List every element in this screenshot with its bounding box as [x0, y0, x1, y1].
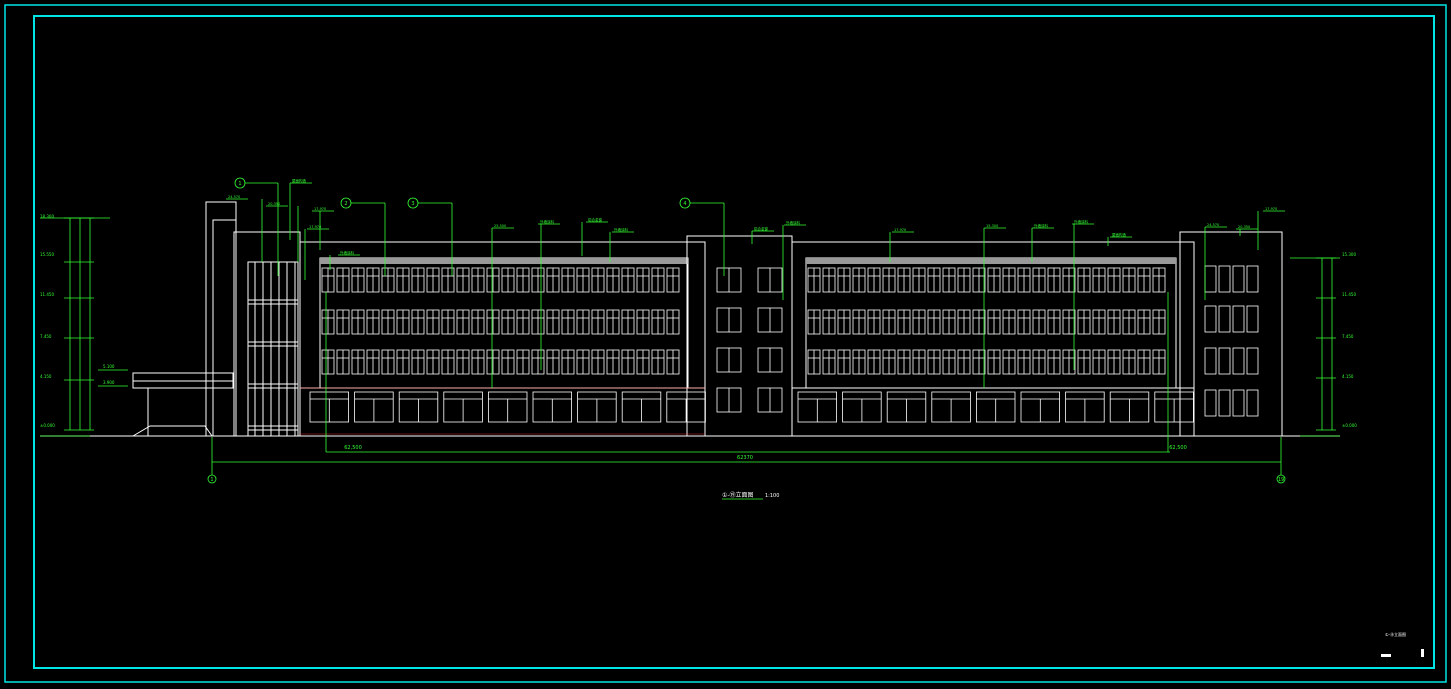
callout-note: 24.570: [1207, 223, 1219, 227]
callout-note: 外墙涂料: [614, 227, 628, 232]
elevation-label: 15.300: [1342, 252, 1356, 257]
left-wing: [299, 241, 706, 437]
callout-note: 17.970: [1265, 207, 1277, 211]
callout-tag-circle: [679, 197, 691, 209]
callout-note: 外墙涂料: [786, 220, 800, 225]
callout-note: 17.970: [314, 207, 326, 211]
callout-note: 屋面构造: [292, 178, 306, 183]
elevation-label: ±0.000: [40, 423, 55, 428]
elevation-label: 15.550: [40, 252, 54, 257]
end-block-window: [1218, 347, 1231, 375]
callout-note: 17.970: [309, 225, 321, 229]
end-block-window: [1218, 305, 1231, 333]
stair-tower-inner: [212, 219, 237, 437]
elevation-labels-left: 18.300 15.550 11.450 7.450 4.150 ±0.000: [40, 214, 55, 428]
right-end-block: [1179, 231, 1283, 437]
dimension-lines: [40, 217, 1340, 475]
end-block-window: [1232, 389, 1245, 417]
end-block-window: [1218, 265, 1231, 293]
building-elevation: [40, 201, 1340, 437]
callout-notes: 屋面构造 24.570 20.350 17.970 17.970 外墙涂料 25.500 外墙…: [228, 178, 1277, 255]
end-block-window: [1232, 265, 1245, 293]
stair-glazing: [247, 261, 299, 437]
callout-tag-circle: [234, 177, 246, 189]
callout-tag-number: 3: [411, 201, 414, 207]
callout-tag-number: 1: [238, 181, 241, 187]
callout-note: 15.300: [986, 224, 998, 228]
end-block-window: [1204, 347, 1217, 375]
drawing-title: ①-⑲立面图: [722, 491, 754, 499]
axis-label-left: 1: [210, 477, 213, 483]
entry-steps: [132, 425, 213, 437]
elevation-label: 18.300: [40, 214, 54, 219]
callout-note: 铝合金窗: [754, 226, 768, 231]
right-wing-parapet-band: [806, 258, 1176, 264]
end-block-window: [1246, 389, 1259, 417]
callout-note: 24.570: [228, 195, 240, 199]
callout-tags: 1 2 3 4: [234, 177, 691, 209]
callout-tag-number: 4: [683, 201, 686, 207]
elevation-label: 7.450: [1342, 334, 1354, 339]
sub-dimension-right: 62,500: [1169, 445, 1187, 451]
elevation-label: 7.450: [40, 334, 52, 339]
inner-frame: [33, 15, 1435, 669]
elevation-label: 11.450: [40, 292, 54, 297]
canopy-elevation-label: 5.100: [103, 364, 115, 369]
end-block-window: [1246, 305, 1259, 333]
drawing-scale: 1:100: [765, 493, 779, 499]
callout-note: 20.350: [268, 202, 280, 206]
canopy-elevations: 5.100 3.900: [103, 364, 115, 385]
sub-dimension-left: 62,500: [344, 445, 362, 451]
end-block-window: [1246, 265, 1259, 293]
callout-note: 20.350: [1238, 225, 1250, 229]
callout-note: 外墙涂料: [1034, 223, 1049, 228]
callout-note: 25.500: [494, 224, 506, 228]
end-block-window: [1204, 389, 1217, 417]
canopy-elevation-label: 3.900: [103, 380, 115, 385]
elevation-label: 4.150: [1342, 374, 1354, 379]
elevation-label: 11.450: [1342, 292, 1356, 297]
elevation-label: 4.150: [40, 374, 52, 379]
end-block-window: [1246, 347, 1259, 375]
left-wing-parapet-band: [320, 258, 688, 264]
right-wing: [791, 241, 1195, 437]
callout-note: 屋面构造: [1112, 232, 1127, 237]
callout-tag-circle: [340, 197, 352, 209]
end-block-window: [1232, 347, 1245, 375]
callout-leaders: [226, 182, 1285, 388]
elevation-label: ±0.000: [1342, 423, 1357, 428]
end-block-window: [1232, 305, 1245, 333]
titleblock-mark-2: [1421, 649, 1424, 657]
axis-marker-right: [1276, 474, 1286, 484]
callout-note: 17.970: [894, 228, 906, 232]
end-block-window: [1204, 305, 1217, 333]
axis-marker-left: [207, 474, 217, 484]
total-dimension: 62370: [737, 455, 753, 461]
callout-note: 铝合金窗: [588, 217, 602, 222]
titleblock-mark: [1381, 654, 1391, 657]
callout-tag-number: 2: [344, 201, 347, 207]
outer-frame: [4, 4, 1447, 683]
end-block-window: [1218, 389, 1231, 417]
callout-note: 外墙涂料: [540, 219, 554, 224]
elevation-labels-right: 15.300 11.450 7.450 4.150 ±0.000: [1342, 252, 1357, 428]
window-grid: [309, 265, 1259, 423]
callout-note: 外墙涂料: [340, 250, 354, 255]
titleblock-label: ①-⑲立面图: [1385, 631, 1406, 637]
axis-label-right: 19: [1278, 477, 1284, 483]
callout-tag-circle: [407, 197, 419, 209]
callout-note: 外墙涂料: [1074, 219, 1089, 224]
